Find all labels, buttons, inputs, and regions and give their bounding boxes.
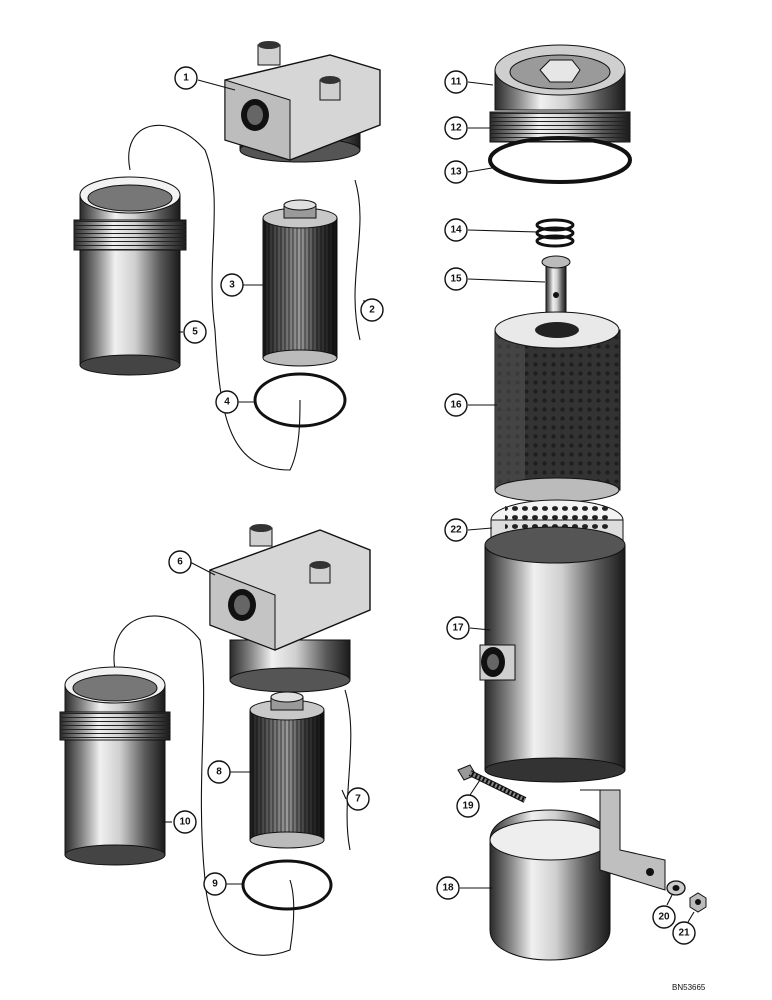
svg-text:5: 5 <box>192 327 198 338</box>
filter-bowl-upper <box>73 176 187 376</box>
callout-16: 16 <box>444 393 468 417</box>
bolt <box>457 764 527 803</box>
filter-bowl-lower <box>59 666 171 866</box>
svg-text:6: 6 <box>177 557 183 568</box>
bracket-7-line <box>344 689 352 851</box>
callout-10: 10 <box>173 810 197 834</box>
bracket-2-line <box>354 179 361 341</box>
callout-22: 22 <box>444 518 468 542</box>
cover-cap <box>494 44 626 111</box>
callout-1: 1 <box>174 66 198 90</box>
svg-text:18: 18 <box>442 883 454 894</box>
callout-7: 7 <box>346 787 370 811</box>
reference-code: BN53665 <box>672 983 706 992</box>
callout-18: 18 <box>436 876 460 900</box>
callout-15: 15 <box>444 267 468 291</box>
callout-17: 17 <box>446 616 470 640</box>
callout-21: 21 <box>672 921 696 945</box>
cover-gasket <box>488 136 632 184</box>
svg-text:2: 2 <box>369 305 375 316</box>
filter-element-upper <box>262 199 338 367</box>
svg-text:21: 21 <box>678 928 690 939</box>
svg-text:13: 13 <box>450 167 462 178</box>
callout-13: 13 <box>444 160 468 184</box>
nut <box>689 892 707 913</box>
filter-head-upper <box>224 41 381 163</box>
svg-text:3: 3 <box>229 280 235 291</box>
callout-4: 4 <box>215 390 239 414</box>
o-ring-upper <box>253 372 347 428</box>
svg-text:17: 17 <box>452 623 464 634</box>
washer <box>666 880 686 896</box>
filter-cartridge <box>494 311 621 503</box>
svg-text:11: 11 <box>451 77 462 88</box>
svg-text:8: 8 <box>216 767 222 778</box>
mounting-band <box>489 789 666 961</box>
callout-14: 14 <box>444 218 468 242</box>
callout-8: 8 <box>207 760 231 784</box>
svg-text:20: 20 <box>658 912 670 923</box>
svg-text:19: 19 <box>462 801 474 812</box>
svg-text:4: 4 <box>224 397 230 408</box>
callout-2: 2 <box>360 298 384 322</box>
svg-text:1: 1 <box>183 73 189 84</box>
callout-19: 19 <box>456 794 480 818</box>
filter-element-lower <box>249 691 325 849</box>
svg-text:10: 10 <box>179 817 191 828</box>
svg-text:12: 12 <box>450 123 462 134</box>
o-ring-lower <box>241 859 333 911</box>
assembly-line-lower <box>113 615 295 956</box>
callout-11: 11 <box>444 70 468 94</box>
cover-threads <box>489 111 631 143</box>
spring <box>535 218 575 248</box>
callout-3: 3 <box>220 273 244 297</box>
filter-head-lower <box>209 524 371 693</box>
svg-text:15: 15 <box>450 274 462 285</box>
svg-text:22: 22 <box>450 525 462 536</box>
svg-text:7: 7 <box>355 794 361 805</box>
svg-text:16: 16 <box>450 400 462 411</box>
callout-6: 6 <box>168 550 192 574</box>
assembly-line-upper <box>128 124 301 471</box>
svg-text:14: 14 <box>450 225 462 236</box>
callout-20: 20 <box>652 905 676 929</box>
callout-12: 12 <box>444 116 468 140</box>
callout-5: 5 <box>183 320 207 344</box>
svg-text:9: 9 <box>212 879 218 890</box>
callout-9: 9 <box>203 872 227 896</box>
relief-valve <box>541 255 571 315</box>
housing <box>479 526 626 783</box>
leader-lines <box>162 79 695 923</box>
